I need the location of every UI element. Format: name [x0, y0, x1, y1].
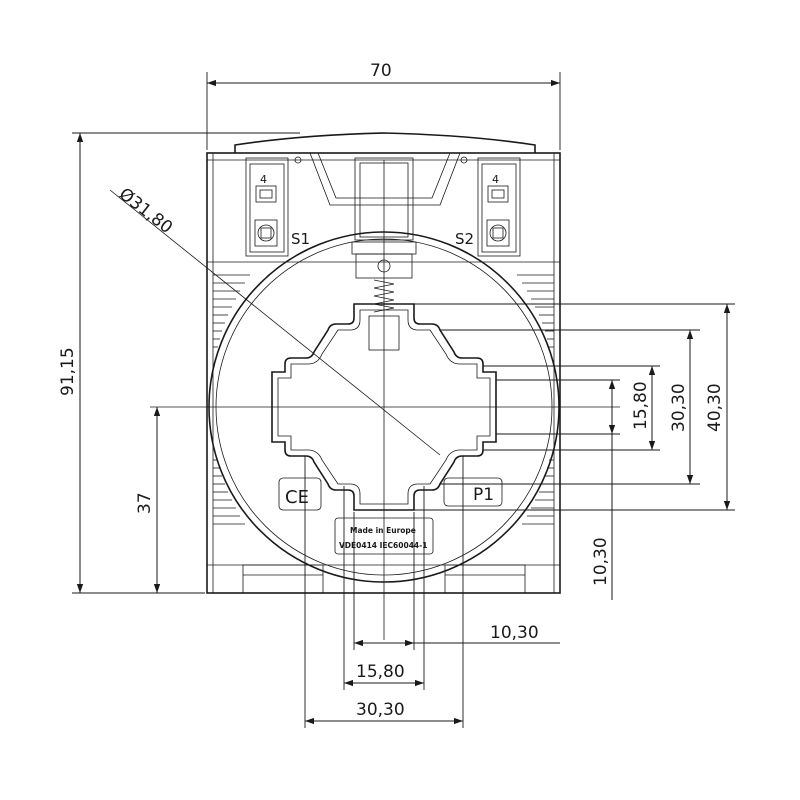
dim-window-h-small-label: 10,30 — [490, 623, 539, 643]
terminal-s2-label: S2 — [455, 230, 474, 248]
dim-height-label: 91,15 — [58, 347, 78, 396]
terminal-s1: 4 S1 — [245, 157, 310, 257]
primary-label: P1 — [473, 485, 494, 505]
dimension-lines — [76, 79, 731, 725]
dim-window-v-bottom-label: 10,30 — [591, 537, 611, 586]
dim-window-v-mid-label: 30,30 — [669, 383, 689, 432]
dim-width-label: 70 — [370, 61, 392, 81]
dim-window-v-small-label: 15,80 — [631, 381, 651, 430]
terminal-mark-1: 4 — [260, 173, 267, 186]
dim-center-height-label: 37 — [135, 492, 155, 514]
dim-window-h-mid-label: 15,80 — [356, 662, 405, 682]
terminal-s1-label: S1 — [291, 230, 310, 248]
ce-label: CE — [285, 487, 309, 508]
center-lines — [109, 160, 620, 640]
terminal-mark-2: 4 — [492, 173, 499, 186]
right-ribs — [517, 274, 554, 525]
extension-lines — [72, 72, 735, 728]
primary-mark: P1 — [443, 477, 503, 507]
dim-window-h-large-label: 30,30 — [356, 700, 405, 720]
made-in-label: Made in Europe — [350, 526, 416, 535]
left-ribs — [213, 274, 250, 525]
dim-window-v-large-label: 40,30 — [705, 383, 725, 432]
terminal-s2: 4 S2 — [455, 157, 521, 257]
standards-label: VDE0414 IEC60044-1 — [339, 541, 427, 550]
dim-diameter-label: Ø31,80 — [115, 184, 176, 238]
ce-mark: CE — [278, 477, 322, 511]
